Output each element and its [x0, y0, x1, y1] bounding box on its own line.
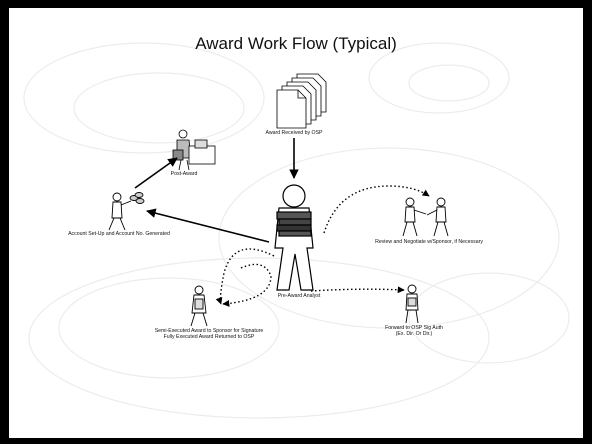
dotted-arrow-to-semi-executed [215, 248, 275, 305]
arrow-account-to-postaward [134, 157, 178, 189]
account-setup-icon [108, 192, 145, 231]
sig-auth-figure-icon [405, 284, 419, 324]
document-stack-icon [276, 73, 327, 129]
label-account-setup: Account Set-Up and Account No. Generated [68, 231, 170, 237]
workflow-diagram [23, 42, 570, 419]
label-forward-line2: (Ex. Dir. Or Dir.) [395, 331, 433, 338]
slide-title: Award Work Flow (Typical) [195, 34, 397, 53]
arrow-preaward-to-account [146, 208, 270, 243]
dotted-arrow-to-sig-auth [310, 286, 405, 294]
label-post-award: Post-Award [170, 171, 198, 177]
post-award-desk-icon [172, 129, 216, 171]
background-swirls [23, 42, 570, 419]
label-semi-executed-line1: Semi-Executed Award to Sponsor for Signa… [154, 328, 264, 334]
label-forward-sig-auth: Forward to OSP Sig Auth (Ex. Dir. Or Dir… [369, 325, 459, 337]
dotted-arrow-to-review [323, 185, 430, 234]
negotiate-handshake-icon [402, 197, 449, 237]
semi-executed-award-icon [190, 285, 208, 327]
label-forward-line1: Forward to OSP Sig Auth [385, 325, 443, 331]
label-semi-executed: Semi-Executed Award to Sponsor for Signa… [134, 328, 284, 340]
label-semi-executed-line2: Fully Executed Award Returned to OSP [163, 334, 255, 341]
slide: Award Work Flow (Typical) Award Received… [9, 8, 583, 438]
dotted-arrow-from-semi-executed [222, 263, 272, 307]
pre-award-analyst-icon [274, 184, 314, 291]
label-pre-award-analyst: Pre-Award Analyst [277, 293, 321, 299]
label-review-negotiate: Review and Negotiate w/Sponsor, if Neces… [375, 239, 483, 245]
label-award-received: Award Received by OSP [265, 130, 323, 136]
